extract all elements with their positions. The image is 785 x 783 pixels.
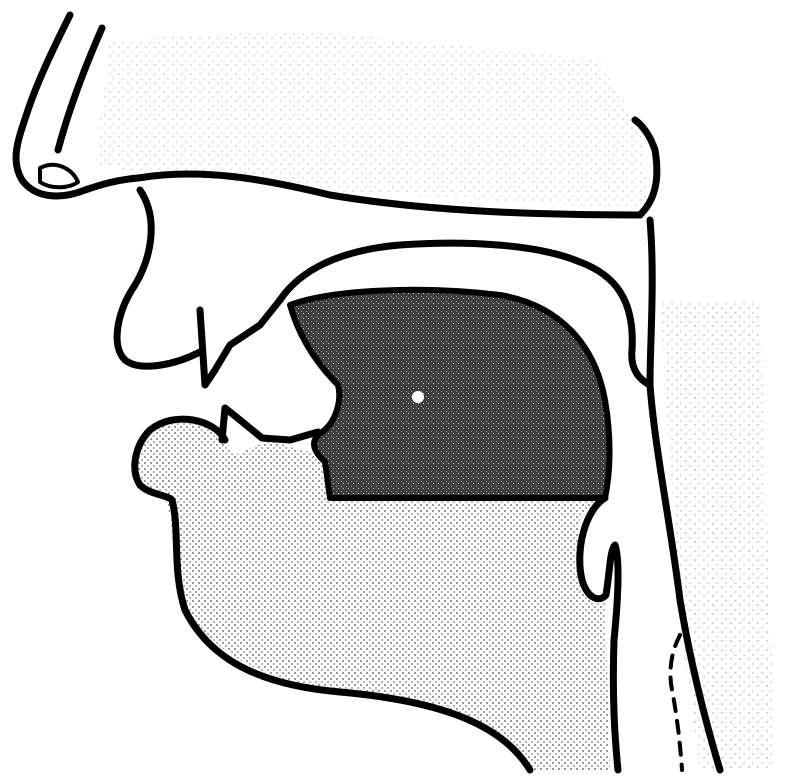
upper-lip [117,190,200,366]
upper-teeth [200,300,280,385]
neck-region-stipple [660,300,775,770]
tongue [290,290,610,498]
lower-teeth [222,408,318,440]
nostril [40,165,78,187]
larynx [670,635,682,770]
nasal-region-stipple [95,30,650,210]
tongue-marker [412,391,424,403]
nose-bridge [58,28,102,150]
